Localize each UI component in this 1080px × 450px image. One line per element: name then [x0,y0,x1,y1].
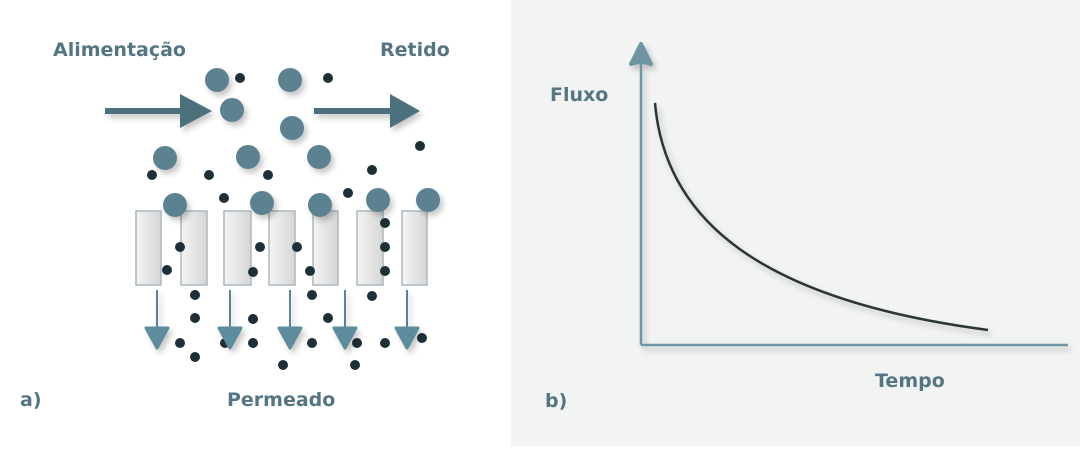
permeate-arrow-head-icon [332,326,358,350]
retained-large-particle [278,68,302,92]
retained-large-particle [416,188,440,212]
permeating-small-particle [190,313,200,323]
flux-decline-curve [653,102,989,332]
retained-large-particle [250,191,274,215]
x-axis-label: Tempo [875,370,945,392]
permeating-small-particle [248,314,258,324]
particles [147,68,440,370]
permeating-small-particle [190,290,200,300]
membrane-pore-wall [268,210,296,286]
permeating-small-particle [162,265,172,275]
membrane-pore-wall [223,210,252,286]
retained-large-particle [280,116,304,140]
flux-time-graph [629,42,1068,347]
permeating-small-particle [415,141,425,151]
permeating-small-particle [248,338,258,348]
membrane-pore-wall [356,210,384,286]
retained-large-particle [307,145,331,169]
permeating-small-particle [219,193,229,203]
flow-arrow-head-icon [390,94,420,128]
permeating-small-particle [380,218,390,228]
permeating-small-particle [255,242,265,252]
permeating-small-particle [147,170,157,180]
permeating-small-particle [190,352,200,362]
retained-large-particle [163,193,187,217]
feed-label: Alimentação [53,39,186,61]
permeating-small-particle [323,313,333,323]
y-axis-label: Fluxo [550,84,608,106]
permeating-small-particle [417,333,427,343]
panel-a-label: a) [20,389,42,411]
permeating-small-particle [380,338,390,348]
permeating-small-particle [235,73,245,83]
permeate-arrow-head-icon [144,326,170,350]
permeating-small-particle [380,242,390,252]
permeate-arrow-head-icon [277,326,303,350]
flow-arrow-shaft [105,108,180,114]
membrane-pore-wall [135,210,162,286]
permeating-small-particle [263,170,273,180]
permeating-small-particle [343,188,353,198]
permeating-small-particle [292,242,302,252]
membrane-pore-wall [180,210,208,286]
permeating-small-particle [307,290,317,300]
membrane-pore-wall [312,210,339,286]
flow-arrow-head-icon [180,94,212,128]
flow-arrows [105,94,420,350]
membrane [135,210,428,286]
permeate-label: Permeado [227,389,335,411]
flow-arrow-shaft [314,108,390,114]
permeating-small-particle [175,338,185,348]
y-axis-arrow-icon [629,42,653,66]
permeating-small-particle [367,165,377,175]
permeating-small-particle [352,338,362,348]
permeate-arrow-head-icon [394,326,420,350]
permeate-arrow-head-icon [217,326,243,350]
retained-large-particle [366,188,390,212]
permeating-small-particle [307,338,317,348]
membrane-pore-wall [401,210,428,286]
retained-large-particle [236,145,260,169]
permeating-small-particle [350,360,360,370]
panel-b-background [511,0,1080,446]
permeating-small-particle [367,291,377,301]
retained-large-particle [153,146,177,170]
retained-large-particle [205,68,229,92]
permeating-small-particle [305,266,315,276]
permeating-small-particle [323,73,333,83]
permeating-small-particle [248,267,258,277]
retentate-label: Retido [380,39,450,61]
panel-b-label: b) [545,390,567,412]
permeating-small-particle [175,242,185,252]
permeating-small-particle [380,266,390,276]
permeating-small-particle [204,170,214,180]
retained-large-particle [308,193,332,217]
permeating-small-particle [278,360,288,370]
retained-large-particle [220,98,244,122]
